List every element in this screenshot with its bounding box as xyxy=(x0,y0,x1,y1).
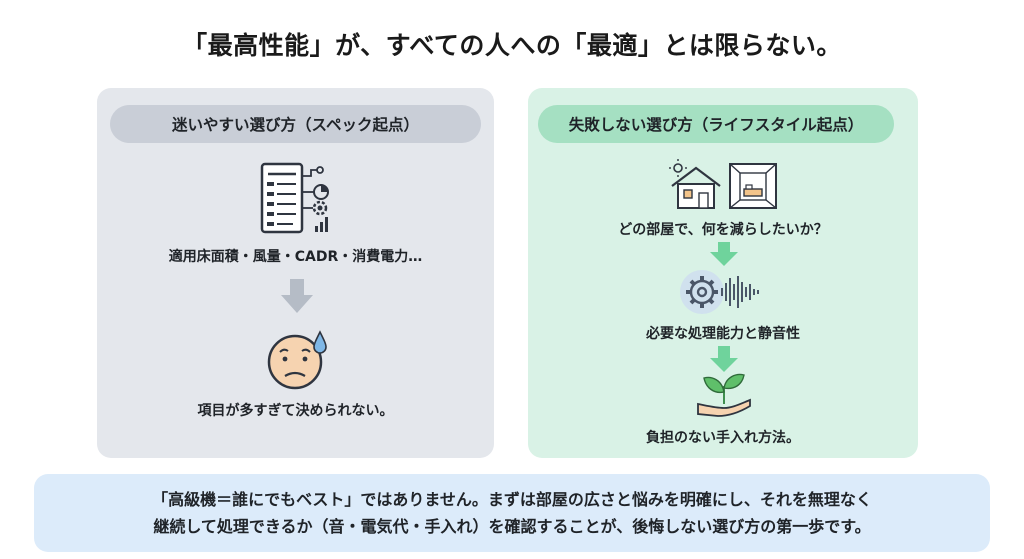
summary-note-line-1: 「高級機＝誰にでもベスト」ではありません。まずは部屋の広さと悩みを明確にし、それ… xyxy=(152,490,872,509)
arrow-down-icon xyxy=(281,279,313,313)
easy-maintenance-text: 負担のない手入れ方法。 xyxy=(646,430,800,446)
which-room-text: どの部屋で、何を減らしたいか？ xyxy=(618,222,828,238)
worried-face-icon xyxy=(267,330,327,390)
plant-in-hand-icon xyxy=(697,373,751,417)
house-room-icon xyxy=(669,159,777,209)
gear-soundwave-icon xyxy=(680,270,759,314)
arrow-down-green-icon xyxy=(710,242,738,266)
lifestyle-approach-panel: 失敗しない選び方（ライフスタイル起点） どの部屋で、何を減らしたいか？ xyxy=(528,88,918,458)
spec-list-text: 適用床面積・風量・CADR・消費電力… xyxy=(168,249,423,265)
summary-note-line-2: 継続して処理できるか（音・電気代・手入れ）を確認することが、後悔しない選び方の第… xyxy=(153,517,871,536)
summary-note: 「高級機＝誰にでもベスト」ではありません。まずは部屋の広さと悩みを明確にし、それ… xyxy=(34,474,990,552)
too-many-items-text: 項目が多すぎて決められない。 xyxy=(197,403,394,419)
spec-sheet-icon xyxy=(260,162,329,234)
capacity-quietness-text: 必要な処理能力と静音性 xyxy=(646,326,800,342)
spec-approach-title: 迷いやすい選び方（スペック起点） xyxy=(110,105,481,143)
arrow-down-green-icon-2 xyxy=(710,346,738,372)
headline: 「最高性能」が、すべての人への「最適」とは限らない。 xyxy=(182,31,842,60)
spec-approach-panel: 迷いやすい選び方（スペック起点） 適用床面積・風量・CADR・消費電力… 項目が… xyxy=(97,88,494,458)
lifestyle-approach-title: 失敗しない選び方（ライフスタイル起点） xyxy=(538,105,894,143)
